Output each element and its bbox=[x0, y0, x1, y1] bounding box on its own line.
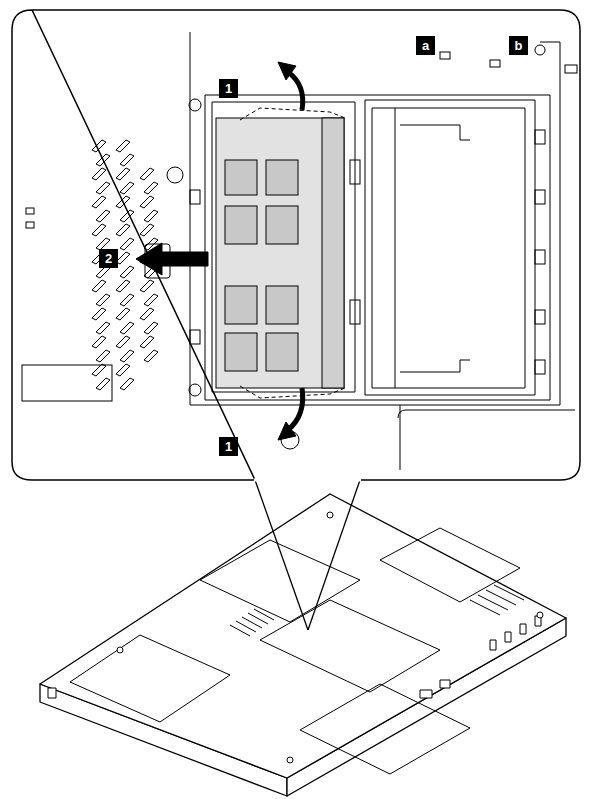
vent-slot bbox=[92, 196, 106, 208]
vent-slot bbox=[116, 168, 130, 180]
vent-slot bbox=[92, 140, 106, 152]
vent-slot bbox=[140, 252, 154, 264]
callout-number: 2 bbox=[99, 249, 118, 268]
callout-pointer bbox=[255, 480, 360, 630]
vent-slot bbox=[144, 294, 158, 306]
vent-slot bbox=[144, 350, 158, 362]
motion-arrow bbox=[136, 62, 303, 440]
vent-slot bbox=[140, 196, 154, 208]
vent-slot bbox=[92, 168, 106, 180]
vent-slot bbox=[120, 182, 134, 194]
zoom-panel bbox=[12, 10, 580, 480]
vent-slot bbox=[96, 154, 110, 166]
callout-number: 1 bbox=[219, 437, 238, 456]
vent-slot bbox=[144, 322, 158, 334]
vent-slot bbox=[144, 182, 158, 194]
callout-number: a bbox=[416, 36, 435, 55]
vent-slot bbox=[120, 294, 134, 306]
vent-slot bbox=[96, 322, 110, 334]
vent-slot bbox=[116, 308, 130, 320]
vent-slot bbox=[116, 280, 130, 292]
vent-slot bbox=[96, 350, 110, 362]
vent-slot bbox=[116, 196, 130, 208]
vent-slot bbox=[120, 238, 134, 250]
vent-slot bbox=[116, 224, 130, 236]
vent-slot bbox=[92, 224, 106, 236]
vent-slot bbox=[92, 308, 106, 320]
bay-outline bbox=[22, 32, 577, 470]
memory-module bbox=[216, 108, 345, 398]
vent-slot bbox=[140, 336, 154, 348]
vent-slot bbox=[120, 350, 134, 362]
vent-slot bbox=[92, 336, 106, 348]
vent-slot bbox=[140, 168, 154, 180]
vent-slot bbox=[120, 210, 134, 222]
vent-slot bbox=[96, 294, 110, 306]
vent-slot bbox=[144, 266, 158, 278]
vent-slot bbox=[140, 280, 154, 292]
vent-slot bbox=[140, 308, 154, 320]
callout-number: 1 bbox=[219, 79, 238, 98]
vent-slot bbox=[120, 154, 134, 166]
vent-slot bbox=[120, 378, 134, 390]
vent-slot bbox=[116, 364, 130, 376]
callout-number: b bbox=[509, 36, 528, 55]
vent-slot bbox=[92, 364, 106, 376]
vent-slot bbox=[116, 252, 130, 264]
vent-slots bbox=[92, 140, 158, 390]
pointer-gap bbox=[254, 479, 361, 482]
vent-slot bbox=[120, 266, 134, 278]
vent-slot bbox=[96, 210, 110, 222]
vent-slot bbox=[140, 224, 154, 236]
vent-slot bbox=[120, 322, 134, 334]
vent-slot bbox=[92, 280, 106, 292]
memory-slot bbox=[395, 108, 470, 388]
laptop-base bbox=[40, 494, 566, 796]
vent-slot bbox=[96, 182, 110, 194]
vent-slot bbox=[144, 238, 158, 250]
vent-slot bbox=[116, 140, 130, 152]
vent-slot bbox=[96, 378, 110, 390]
vent-slot bbox=[116, 336, 130, 348]
vent-slot bbox=[144, 210, 158, 222]
